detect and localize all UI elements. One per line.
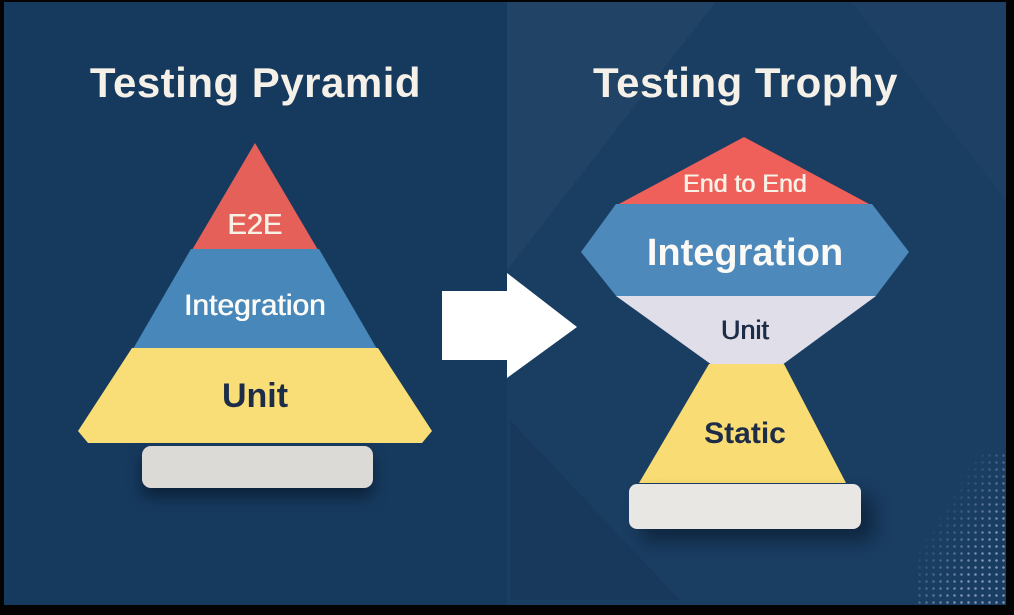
pyramid-label-e2e: E2E bbox=[227, 209, 283, 241]
trophy-pedestal bbox=[629, 484, 861, 529]
trophy-layer-integration bbox=[581, 204, 909, 297]
pyramid-label-integration: Integration bbox=[184, 289, 326, 322]
right-panel-title: Testing Trophy bbox=[593, 59, 898, 106]
trophy-label-static: Static bbox=[704, 417, 786, 450]
pyramid-label-unit: Unit bbox=[221, 377, 289, 415]
frame-border-left bbox=[0, 0, 4, 615]
trophy-label-unit: Unit bbox=[720, 315, 769, 345]
left-panel-title: Testing Pyramid bbox=[89, 59, 422, 106]
frame-border-bottom bbox=[0, 605, 1014, 615]
trophy-label-end-to-end: End to End bbox=[683, 170, 807, 198]
pyramid-pedestal bbox=[142, 446, 373, 488]
pyramid-layer-unit bbox=[78, 348, 432, 443]
testing-trophy-diagram bbox=[581, 137, 909, 529]
testing-pyramid-diagram: E2E Integration Unit bbox=[78, 143, 432, 443]
frame-border-top bbox=[0, 0, 1014, 2]
frame-border-right bbox=[1006, 0, 1014, 615]
dot-pattern-decoration bbox=[916, 452, 1006, 605]
trophy-label-integration: Integration bbox=[646, 232, 844, 274]
